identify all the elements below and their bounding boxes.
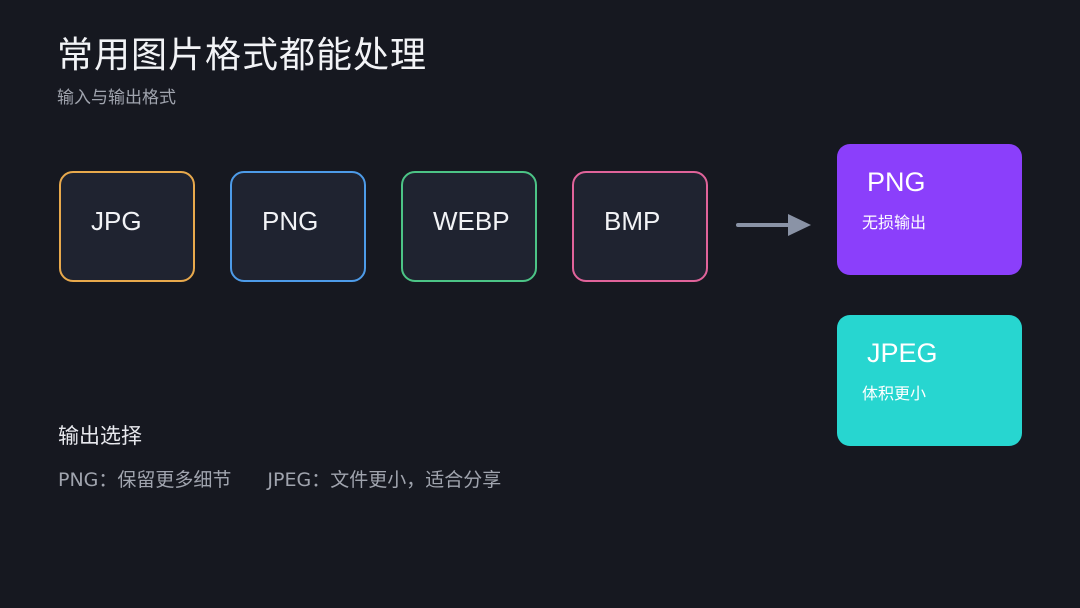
output-format-jpeg: JPEG 体积更小 bbox=[837, 315, 1022, 446]
input-format-label: JPG bbox=[91, 206, 142, 236]
input-format-jpg: JPG bbox=[59, 171, 195, 282]
output-choice-notes: PNG：保留更多细节 JPEG：文件更小，适合分享 bbox=[58, 467, 501, 493]
input-format-label: WEBP bbox=[433, 206, 510, 236]
png-note: PNG：保留更多细节 bbox=[58, 469, 232, 491]
input-format-label: PNG bbox=[262, 206, 319, 236]
output-format-label: PNG bbox=[867, 167, 926, 197]
page-subtitle: 输入与输出格式 bbox=[57, 88, 176, 108]
input-format-label: BMP bbox=[604, 206, 661, 236]
page-title: 常用图片格式都能处理 bbox=[57, 35, 428, 76]
output-format-label: JPEG bbox=[867, 338, 938, 368]
output-format-desc: 无损输出 bbox=[862, 213, 927, 232]
input-format-webp: WEBP bbox=[401, 171, 537, 282]
arrow-right-icon bbox=[736, 214, 811, 236]
jpeg-note: JPEG：文件更小，适合分享 bbox=[267, 469, 502, 491]
input-format-png: PNG bbox=[230, 171, 366, 282]
input-format-bmp: BMP bbox=[572, 171, 708, 282]
output-format-png: PNG 无损输出 bbox=[837, 144, 1022, 275]
output-choice-heading: 输出选择 bbox=[58, 424, 142, 448]
output-format-desc: 体积更小 bbox=[862, 384, 927, 403]
